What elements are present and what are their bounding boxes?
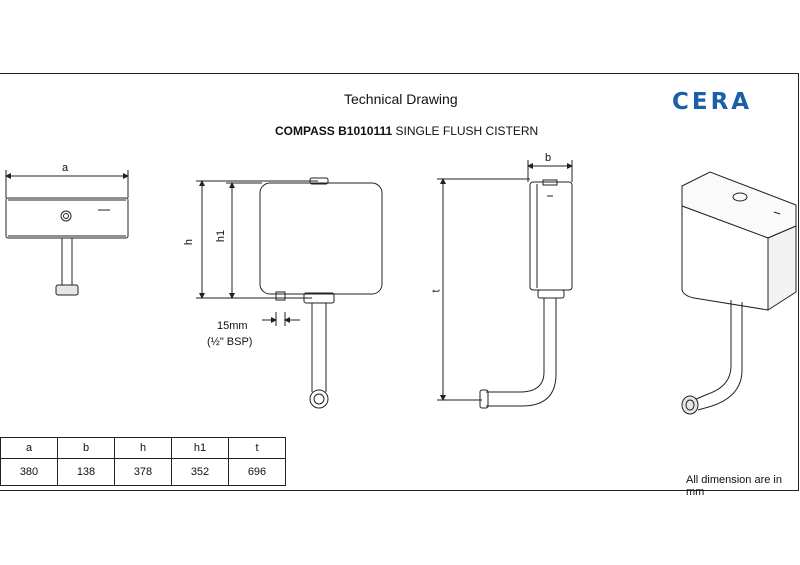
top-view xyxy=(5,170,129,296)
table-cell: 378 xyxy=(114,458,172,486)
table-header-row: a b h h1 t xyxy=(0,437,286,459)
table-header-cell: b xyxy=(57,437,115,459)
cistern-side-body xyxy=(529,181,573,291)
drawing-frame xyxy=(0,73,799,491)
flush-button-icon xyxy=(60,210,72,222)
product-code: COMPASS B1010111 xyxy=(275,124,393,138)
table-header-cell: a xyxy=(0,437,58,459)
cistern-iso-side xyxy=(767,225,797,311)
table-cell: 380 xyxy=(0,458,58,486)
pipe-outlet xyxy=(479,389,489,409)
pipe-outlet xyxy=(55,284,79,296)
table-cell: 352 xyxy=(171,458,229,486)
pipe-outlet xyxy=(309,389,329,409)
flush-button-icon xyxy=(732,192,748,202)
product-description: SINGLE FLUSH CISTERN xyxy=(395,124,539,138)
drawing-title: Technical Drawing xyxy=(344,91,458,107)
cistern-top-body xyxy=(5,197,129,239)
product-subtitle: COMPASS B1010111 SINGLE FLUSH CISTERN xyxy=(275,124,538,138)
side-view xyxy=(437,160,573,409)
cera-logo: CERA xyxy=(672,89,753,115)
inlet-size-label: 15mm xyxy=(217,320,248,332)
front-view xyxy=(196,177,383,409)
table-cell: 696 xyxy=(228,458,286,486)
flush-valve-nut xyxy=(537,289,565,299)
flush-pipe xyxy=(486,298,545,393)
units-footnote: All dimension are in mm xyxy=(686,474,782,498)
flush-valve-nut xyxy=(303,292,335,304)
cistern-front-body xyxy=(259,182,383,295)
dimension-b-label: b xyxy=(545,152,552,164)
pipe-outlet xyxy=(681,395,699,415)
flush-pipe xyxy=(693,300,732,401)
table-row: 380 138 378 352 696 xyxy=(0,458,286,486)
dimension-a-label: a xyxy=(62,162,69,174)
table-header-cell: h xyxy=(114,437,172,459)
dimension-t-label: t xyxy=(430,289,443,293)
dimension-table: a b h h1 t 380 138 378 352 696 xyxy=(0,437,286,486)
inlet-thread-label: (½" BSP) xyxy=(207,336,253,348)
table-header-cell: t xyxy=(228,437,286,459)
table-cell: 138 xyxy=(57,458,115,486)
dimension-h1-label: h1 xyxy=(215,229,228,243)
dimension-h-label: h xyxy=(183,238,196,246)
isometric-view xyxy=(681,171,797,415)
water-inlet xyxy=(275,291,286,301)
table-header-cell: h1 xyxy=(171,437,229,459)
